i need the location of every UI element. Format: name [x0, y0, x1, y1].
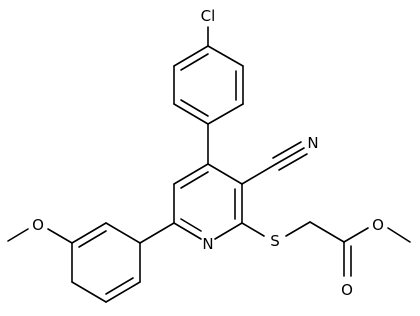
carbonyl-oxygen-label: O: [341, 281, 353, 299]
aryl-link-bond-2: [139, 222, 175, 244]
methoxy-oxygen-label: O: [32, 216, 44, 234]
methoxyphenyl-ring: [71, 222, 141, 303]
chlorophenyl-ring: [173, 45, 244, 125]
sulfur-label: S: [270, 232, 280, 250]
pyridine-nitrogen-label: N: [202, 235, 213, 253]
nitrile-group: [241, 141, 308, 185]
nitrile-nitrogen-label: N: [307, 134, 318, 152]
pyridine-ring: [173, 163, 243, 240]
thioacetate-chain: [241, 221, 411, 277]
chlorine-label: Cl: [201, 7, 216, 25]
ester-oxygen-label: O: [372, 216, 384, 234]
methoxy-group: [7, 228, 73, 244]
